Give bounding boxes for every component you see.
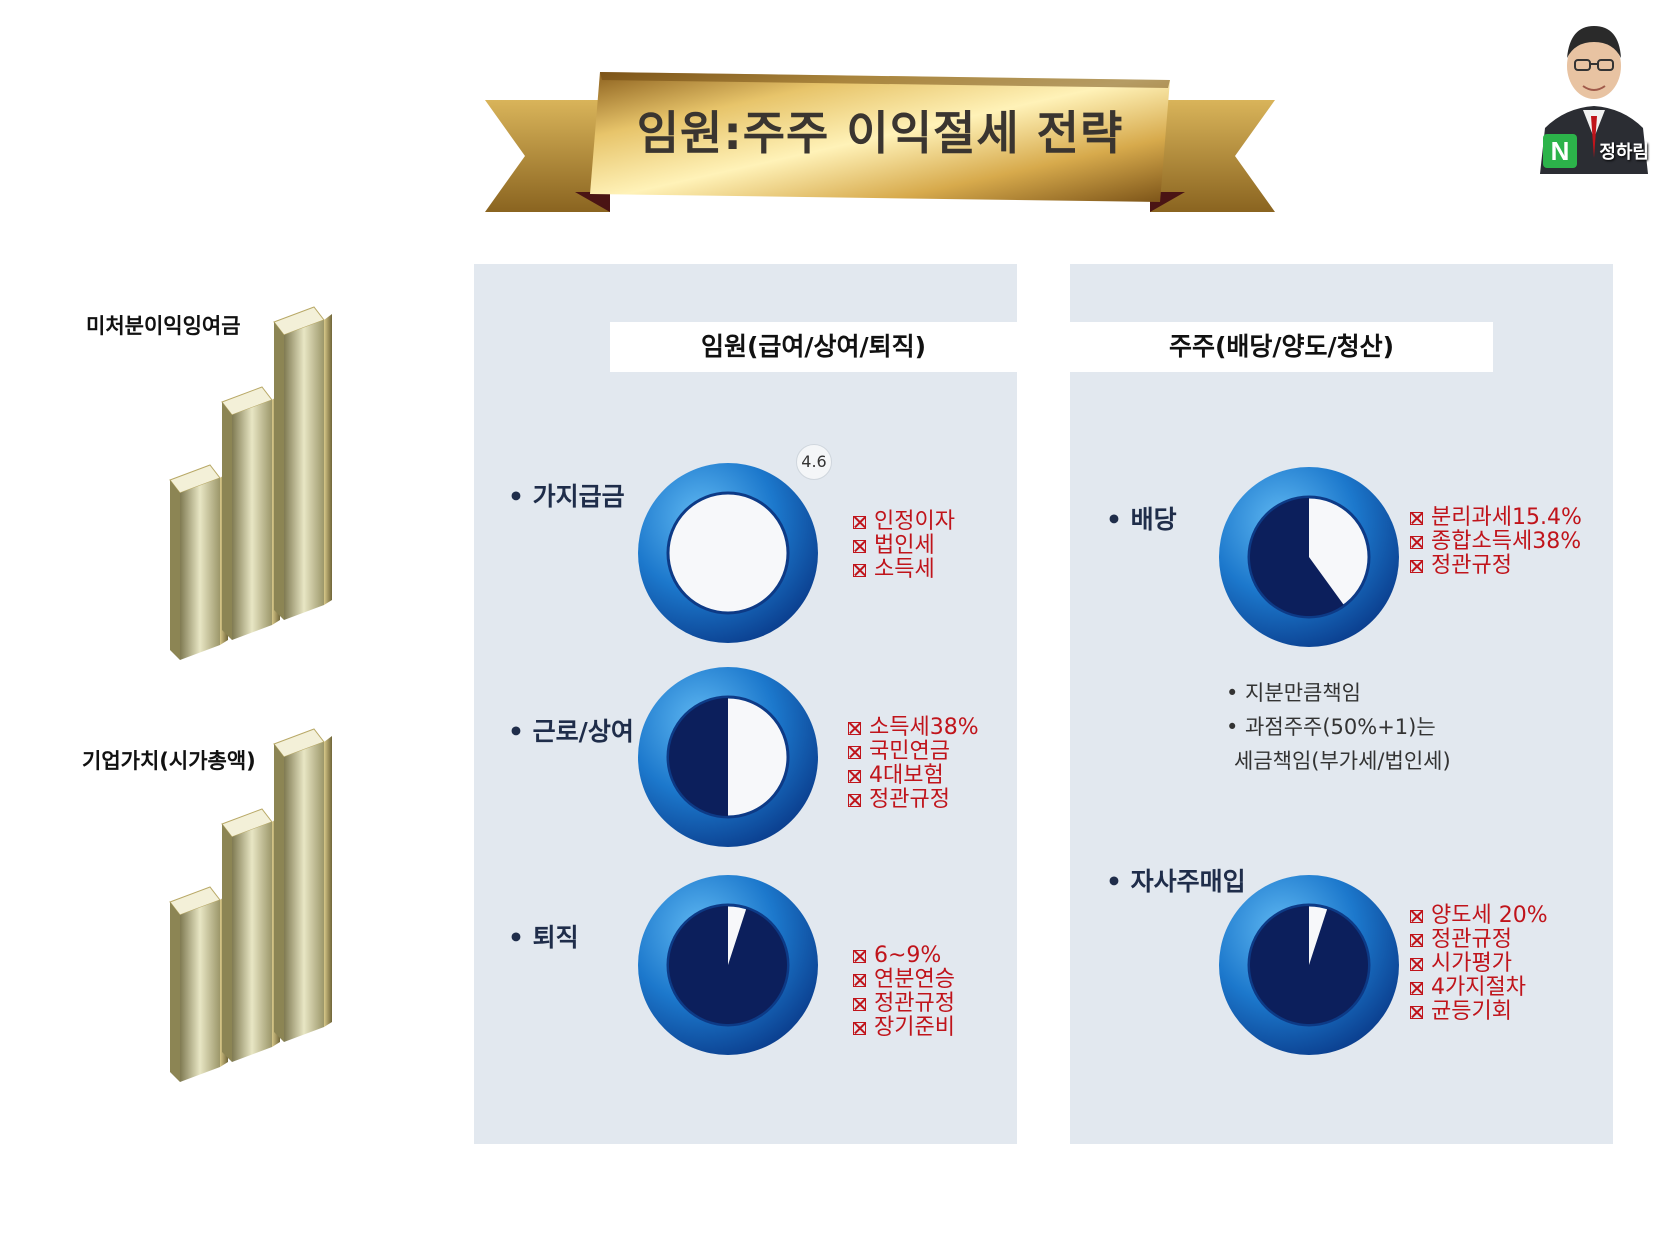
note-item: 4대보험 — [848, 764, 979, 788]
donut-filled-slice — [1250, 498, 1344, 616]
info-line-2: • 과점주주(50%+1)는 — [1226, 715, 1436, 739]
note-item: 법인세 — [853, 534, 955, 558]
checkbox-x-icon — [848, 769, 861, 783]
notes-dividend: 분리과세15.4%종합소득세38%정관규정 — [1410, 506, 1582, 578]
note-text: 법인세 — [874, 533, 935, 558]
donut-filled-slice — [1250, 906, 1368, 1024]
note-text: 6~9% — [874, 943, 942, 968]
item-label-dividend: • 배당 — [1106, 505, 1177, 534]
label-retained-earnings: 미처분이익잉여금 — [86, 314, 241, 338]
checkbox-x-icon — [853, 563, 866, 577]
note-item: 국민연금 — [848, 740, 979, 764]
page-title: 임원:주주 이익절세 전략 — [636, 106, 1124, 160]
note-item: 4가지절차 — [1410, 976, 1548, 1000]
note-item: 시가평가 — [1410, 952, 1548, 976]
note-item: 인정이자 — [853, 510, 955, 534]
donut-salary-bonus — [635, 664, 821, 850]
donut-buyback — [1216, 872, 1402, 1058]
checkbox-x-icon — [1410, 511, 1423, 525]
note-text: 연분연승 — [874, 967, 955, 992]
note-text: 국민연금 — [869, 739, 950, 764]
checkbox-x-icon — [1410, 909, 1423, 923]
note-item: 정관규정 — [848, 788, 979, 812]
checkbox-x-icon — [1410, 981, 1423, 995]
checkbox-x-icon — [853, 949, 866, 963]
donut-retirement — [635, 872, 821, 1058]
note-item: 6~9% — [853, 944, 955, 968]
note-text: 소득세 — [874, 557, 935, 582]
donut-dividend — [1216, 464, 1402, 650]
donut-gajigeup — [635, 460, 821, 646]
checkbox-x-icon — [1410, 559, 1423, 573]
info-line-1: • 지분만큼책임 — [1226, 681, 1361, 705]
note-item: 종합소득세38% — [1410, 530, 1582, 554]
shareholder-panel-header: 주주(배당/양도/청산) — [1070, 322, 1493, 372]
donut-filled-slice — [669, 698, 728, 816]
ribbon-graphic — [485, 72, 1275, 212]
checkbox-x-icon — [1410, 535, 1423, 549]
note-item: 분리과세15.4% — [1410, 506, 1582, 530]
note-text: 4가지절차 — [1431, 975, 1526, 1000]
checkbox-x-icon — [853, 997, 866, 1011]
note-text: 정관규정 — [1431, 927, 1512, 952]
note-item: 소득세 — [853, 558, 955, 582]
note-text: 시가평가 — [1431, 951, 1512, 976]
note-text: 장기준비 — [874, 1015, 955, 1040]
checkbox-x-icon — [848, 721, 861, 735]
note-item: 정관규정 — [1410, 928, 1548, 952]
checkbox-x-icon — [848, 745, 861, 759]
item-label-retirement: • 퇴직 — [508, 923, 579, 952]
label-enterprise-value: 기업가치(시가총액) — [82, 749, 256, 773]
note-text: 양도세 20% — [1431, 903, 1548, 928]
gold-bars-icon — [160, 722, 360, 1082]
note-text: 균등기회 — [1431, 999, 1512, 1024]
note-text: 소득세38% — [869, 715, 979, 740]
donut-center — [666, 491, 790, 615]
item-label-buyback: • 자사주매입 — [1106, 867, 1246, 896]
gold-bars-icon — [160, 300, 360, 660]
note-item: 장기준비 — [853, 1016, 955, 1040]
note-item: 연분연승 — [853, 968, 955, 992]
note-item: 양도세 20% — [1410, 904, 1548, 928]
checkbox-x-icon — [1410, 1005, 1423, 1019]
checkbox-x-icon — [853, 515, 866, 529]
item-label-gajigeup: • 가지급금 — [508, 482, 625, 511]
value-badge: 4.6 — [796, 444, 832, 480]
note-text: 종합소득세38% — [1431, 529, 1582, 554]
note-item: 정관규정 — [1410, 554, 1582, 578]
author-name: 정하림 — [1599, 142, 1649, 163]
item-label-salary-bonus: • 근로/상여 — [508, 717, 634, 746]
note-text: 정관규정 — [874, 991, 955, 1016]
note-text: 정관규정 — [1431, 553, 1512, 578]
checkbox-x-icon — [853, 539, 866, 553]
info-line-3: 세금책임(부가세/법인세) — [1234, 749, 1451, 773]
checkbox-x-icon — [1410, 957, 1423, 971]
note-text: 분리과세15.4% — [1431, 505, 1582, 530]
donut-filled-slice — [669, 906, 787, 1024]
author-avatar: N 정하림 — [1535, 8, 1653, 174]
checkbox-x-icon — [853, 1021, 866, 1035]
note-text: 인정이자 — [874, 509, 955, 534]
note-text: 정관규정 — [869, 787, 950, 812]
note-item: 정관규정 — [853, 992, 955, 1016]
note-item: 균등기회 — [1410, 1000, 1548, 1024]
executive-panel-header: 임원(급여/상여/퇴직) — [610, 322, 1017, 372]
note-item: 소득세38% — [848, 716, 979, 740]
checkbox-x-icon — [1410, 933, 1423, 947]
checkbox-x-icon — [848, 793, 861, 807]
title-ribbon: 임원:주주 이익절세 전략 — [480, 62, 1280, 222]
naver-logo-icon: N — [1543, 134, 1577, 168]
checkbox-x-icon — [853, 973, 866, 987]
note-text: 4대보험 — [869, 763, 944, 788]
